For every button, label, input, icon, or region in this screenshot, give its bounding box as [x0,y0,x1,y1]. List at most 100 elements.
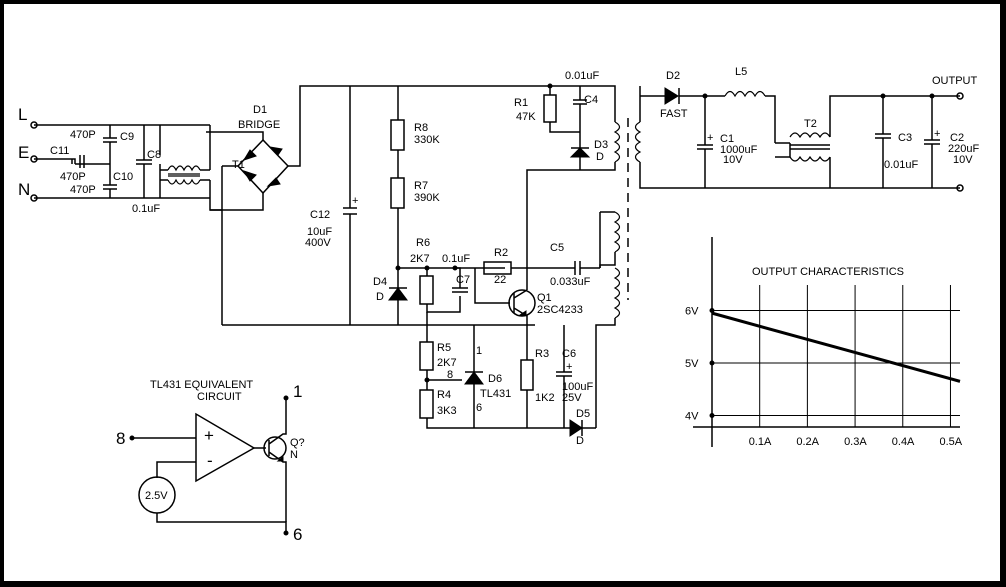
tl431-equivalent: + - 2.5V TL431 EQUIVALENT CIRCUIT Q? N 1… [116,379,305,544]
r8-value: 330K [414,134,440,146]
r5-value: 2K7 [437,357,457,369]
c2-voltage: 10V [953,154,973,166]
r4-value: 3K3 [437,405,457,417]
c7-label: C7 [456,274,470,286]
r4-label: R4 [437,389,451,401]
component-labels: L E N 470P C9 C11 470P 470P C10 C8 0.1uF… [18,66,979,447]
c4-value: 0.01uF [565,70,600,82]
d6-pin1: 1 [476,345,482,357]
c6-value: 100uF [562,381,593,393]
primary-circuit: + [222,83,629,437]
r5-label: R5 [437,342,451,354]
eq-pin6: 6 [293,525,302,544]
d6-pin6: 6 [476,402,482,414]
chart-series [711,311,961,383]
output-characteristics-chart: OUTPUT CHARACTERISTICS 0.1A 0.2A 0.3A 0.4A 0… [685,237,963,448]
y-tick-label: 6V [685,306,699,318]
r3-label: R3 [535,348,549,360]
opamp-minus: - [207,451,213,470]
t1-label: T1 [232,159,245,171]
c12-plus: + [352,195,358,207]
x-tick-label: 0.2A [796,436,819,448]
c5-value: 0.033uF [550,276,591,288]
input-l: L [18,105,27,124]
y-tick-dot [709,308,715,313]
c6-label: C6 [562,348,576,360]
y-tick-label: 4V [685,411,699,423]
tl431-title-1: TL431 EQUIVALENT [150,379,253,391]
c3-label: C3 [898,132,912,144]
r1-value: 47K [516,111,536,123]
l5-label: L5 [735,66,747,78]
r8-label: R8 [414,122,428,134]
c1-value: 1000uF [720,144,758,156]
c6-voltage: 25V [562,392,582,404]
c12-value: 10uF [307,226,332,238]
r2-value: 22 [494,274,506,286]
input-e: E [18,143,29,162]
d1-type: BRIDGE [238,119,280,131]
c8-value: 0.1uF [132,203,160,215]
chart-grid [693,237,960,447]
c11-value: 470P [60,171,86,183]
r6-value: 2K7 [410,253,430,265]
d2-label: D2 [666,70,680,82]
r7-value: 390K [414,192,440,204]
bridge-rectifier: T1 D1 BRIDGE [206,85,560,325]
d4-label: D4 [373,276,387,288]
c1-label: C1 [720,133,734,145]
eq-pin8: 8 [116,429,125,448]
r7-label: R7 [414,180,428,192]
d6-label: D6 [488,373,502,385]
c1-voltage: 10V [723,154,743,166]
r1-label: R1 [514,97,528,109]
opamp-plus: + [204,426,214,445]
x-tick-label: 0.3A [844,436,867,448]
y-tick-dot [709,413,715,418]
paper [4,4,1000,581]
d2-type: FAST [660,108,688,120]
chart-title: OUTPUT CHARACTERISTICS [752,266,904,278]
t2-label: T2 [804,118,817,130]
x-tick-label: 0.5A [939,436,962,448]
c1-plus: + [707,132,713,144]
d3-type: D [596,151,604,163]
c9-label: C9 [120,131,134,143]
y-tick-label: 5V [685,358,699,370]
r3-value: 1K2 [535,392,555,404]
q1-type: 2SC4233 [537,304,583,316]
eq-n-label: N [290,449,298,461]
r2-label: R2 [494,247,508,259]
c6-plus: + [566,361,572,373]
c2-label: C2 [950,132,964,144]
c8-label: C8 [147,149,161,161]
c11-label: C11 [50,145,69,157]
x-tick-label: 0.4A [892,436,915,448]
y-tick-dot [709,360,715,366]
q1-label: Q1 [537,292,552,304]
eq-q-label: Q? [290,437,305,449]
input-n: N [18,180,30,199]
tl431-title-2: CIRCUIT [197,391,242,403]
c12-label: C12 [310,209,330,221]
d6-type: TL431 [480,388,511,400]
d1-label: D1 [253,104,267,116]
output-label: OUTPUT [932,75,978,87]
d5-type: D [576,435,584,447]
d4-type: D [376,291,384,303]
c7-value: 0.1uF [442,253,470,265]
series-line [711,311,961,383]
x-tick-label: 0.1A [749,436,772,448]
r6-label: R6 [416,237,430,249]
d5-label: D5 [576,408,590,420]
eq-pin1: 1 [293,382,302,401]
d3-label: D3 [594,139,608,151]
c9-value: 470P [70,129,96,141]
ref-source-label: 2.5V [145,490,168,502]
c10-value: 470P [70,184,96,196]
c5-label: C5 [550,242,564,254]
c2-value: 220uF [948,143,979,155]
secondary-circuit: + + [634,86,964,192]
